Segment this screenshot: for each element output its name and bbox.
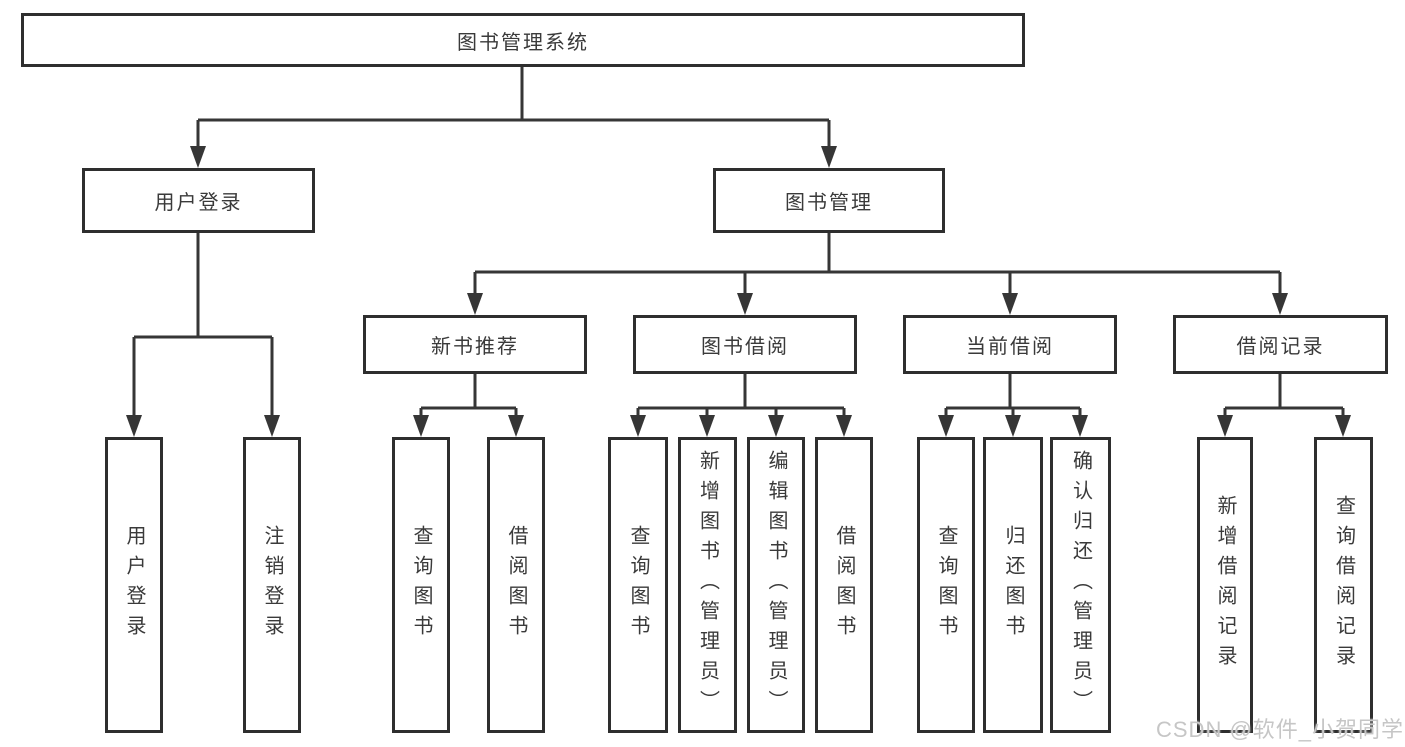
leaf-label: 确认归还（管理员） <box>1069 450 1092 720</box>
leaf-label: 查询图书 <box>627 525 649 645</box>
node-book-borrow: 图书借阅 <box>633 315 857 374</box>
leaf-label: 新增借阅记录 <box>1214 495 1236 675</box>
leaf-label: 用户登录 <box>123 525 145 645</box>
node-leaf-add-borrow-record: 新增借阅记录 <box>1197 437 1253 733</box>
node-leaf-logout: 注销登录 <box>243 437 301 733</box>
node-leaf-user-login: 用户登录 <box>105 437 163 733</box>
node-leaf-borrow-books-1: 借阅图书 <box>487 437 545 733</box>
node-root-system: 图书管理系统 <box>21 13 1025 67</box>
node-leaf-add-books-admin: 新增图书（管理员） <box>678 437 737 733</box>
node-new-book-recommend: 新书推荐 <box>363 315 587 374</box>
leaf-label: 新增图书（管理员） <box>696 450 719 720</box>
csdn-watermark: CSDN @软件_小贺同学 <box>1156 717 1405 742</box>
leaf-label: 查询借阅记录 <box>1332 495 1355 675</box>
leaf-label: 借阅图书 <box>505 525 527 645</box>
node-leaf-query-books-1: 查询图书 <box>392 437 450 733</box>
node-leaf-return-books: 归还图书 <box>983 437 1043 733</box>
leaf-label: 查询图书 <box>410 525 432 645</box>
leaf-label: 编辑图书（管理员） <box>765 450 787 720</box>
node-leaf-borrow-books-2: 借阅图书 <box>815 437 873 733</box>
node-leaf-query-books-2: 查询图书 <box>608 437 668 733</box>
node-borrow-records: 借阅记录 <box>1173 315 1388 374</box>
node-current-borrow: 当前借阅 <box>903 315 1117 374</box>
node-leaf-edit-books-admin: 编辑图书（管理员） <box>747 437 805 733</box>
node-leaf-query-books-3: 查询图书 <box>917 437 975 733</box>
node-user-login-branch: 用户登录 <box>82 168 315 233</box>
node-leaf-confirm-return-admin: 确认归还（管理员） <box>1050 437 1111 733</box>
leaf-label: 注销登录 <box>261 525 283 645</box>
leaf-label: 归还图书 <box>1002 525 1024 645</box>
leaf-label: 查询图书 <box>935 525 957 645</box>
leaf-label: 借阅图书 <box>833 525 855 645</box>
node-book-management-branch: 图书管理 <box>713 168 945 233</box>
node-leaf-query-borrow-record: 查询借阅记录 <box>1314 437 1373 733</box>
